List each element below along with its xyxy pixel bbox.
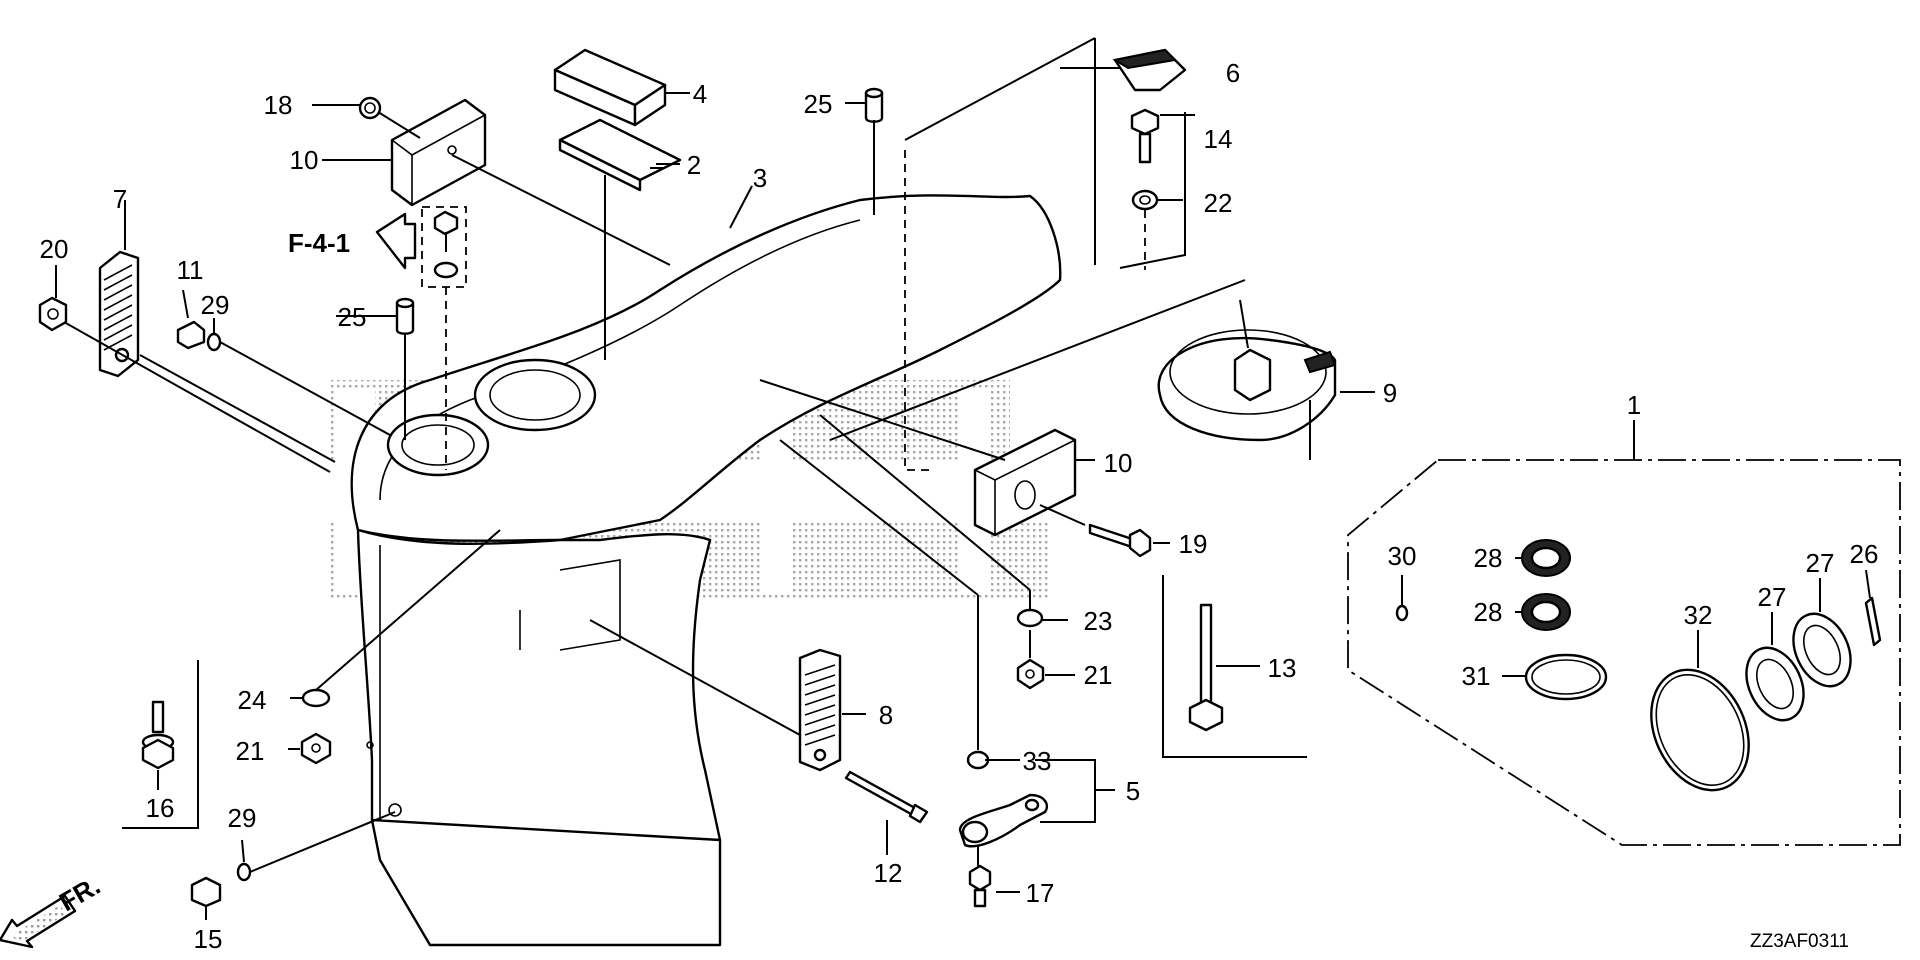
part-31-oring: [1524, 653, 1608, 701]
label-25-top: 25: [804, 89, 833, 119]
label-18: 18: [264, 90, 293, 120]
part-7-anode: [98, 250, 140, 378]
part-25-pin-left: [395, 297, 415, 335]
part-2-plate: [558, 118, 682, 192]
part-23-washer: [1016, 608, 1044, 628]
part-8-anode: [798, 648, 842, 772]
label-17: 17: [1026, 878, 1055, 908]
label-31: 31: [1462, 661, 1491, 691]
part-21-nut-left: [300, 732, 332, 765]
label-14: 14: [1204, 124, 1233, 154]
label-1: 1: [1627, 390, 1641, 420]
label-16: 16: [146, 793, 175, 823]
part-4-block: [553, 48, 667, 127]
part-10-anode-top: [390, 98, 487, 207]
part-13-bolt: [1188, 603, 1224, 732]
part-17-bolt: [968, 864, 992, 908]
label-29-bottom: 29: [228, 803, 257, 833]
diagram-code: ZZ3AF0311: [1750, 931, 1849, 952]
part-28-bearing-2: [1521, 593, 1571, 631]
part-32-oring: [1650, 668, 1750, 792]
kit-group-box: [1347, 459, 1901, 846]
part-labels: 18 10 4 2 3 25 6 14 22 7 20 11 29 25 9 1…: [40, 58, 1879, 954]
label-3: 3: [753, 163, 767, 193]
part-29-washer-upper: [206, 332, 222, 352]
label-26: 26: [1850, 539, 1879, 569]
label-19: 19: [1179, 529, 1208, 559]
part-28-bearing-1: [1521, 539, 1571, 577]
label-23: 23: [1084, 606, 1113, 636]
part-22-washer: [1131, 189, 1159, 211]
bolt-washer-group: [421, 206, 467, 288]
label-13: 13: [1268, 653, 1297, 683]
label-6: 6: [1226, 58, 1240, 88]
part-10-anode-right: [973, 428, 1077, 537]
reference-arrow-icon: [375, 212, 417, 270]
label-28-bottom: 28: [1474, 597, 1503, 627]
label-25-left: 25: [338, 302, 367, 332]
label-4: 4: [693, 79, 707, 109]
part-6-cap: [1112, 48, 1187, 92]
label-11: 11: [177, 255, 204, 285]
label-21-left: 21: [236, 736, 265, 766]
label-8: 8: [879, 700, 893, 730]
label-33: 33: [1023, 746, 1052, 776]
part-12-screw: [844, 770, 929, 824]
part-13-bracket: [1162, 575, 1307, 758]
part-20-nut: [38, 296, 68, 332]
reference-label[interactable]: F-4-1: [288, 228, 350, 258]
part-29-washer-lower: [236, 862, 252, 882]
part-25-pin-top: [864, 87, 884, 123]
part-19-bolt: [1088, 523, 1152, 558]
part-24-washer: [301, 688, 331, 708]
label-15: 15: [194, 924, 223, 954]
part-16-bolt: [141, 700, 175, 770]
part-16-bracket: [122, 660, 199, 829]
leader-lines: [55, 37, 1871, 920]
front-arrow-icon: [0, 894, 77, 949]
part-18-nut: [358, 96, 382, 120]
label-28-top: 28: [1474, 543, 1503, 573]
part-14-bolt: [1130, 108, 1160, 164]
label-7: 7: [113, 184, 127, 214]
label-22: 22: [1204, 188, 1233, 218]
part-26-clip: [1864, 596, 1882, 647]
label-10-top: 10: [290, 145, 319, 175]
label-2: 2: [687, 150, 701, 180]
part-5-bracket: [958, 793, 1049, 848]
part-9-plate: [1157, 329, 1337, 442]
part-30-pin: [1395, 604, 1409, 622]
part-27-seal-1: [1745, 646, 1805, 722]
label-10-right: 10: [1104, 448, 1133, 478]
gear-case-housing: [350, 194, 1062, 947]
label-32: 32: [1684, 600, 1713, 630]
label-27-left: 27: [1758, 582, 1787, 612]
part-15-screw: [190, 876, 222, 908]
label-21-right: 21: [1084, 660, 1113, 690]
label-9: 9: [1383, 378, 1397, 408]
label-24: 24: [238, 685, 267, 715]
label-30: 30: [1388, 541, 1417, 571]
part-27-seal-2: [1792, 612, 1852, 688]
label-29-top: 29: [201, 290, 230, 320]
label-5: 5: [1126, 776, 1140, 806]
label-20: 20: [40, 234, 69, 264]
part-11-screw: [176, 320, 206, 350]
label-12: 12: [874, 858, 903, 888]
label-27-right: 27: [1806, 548, 1835, 578]
part-21-nut-right: [1016, 658, 1045, 690]
